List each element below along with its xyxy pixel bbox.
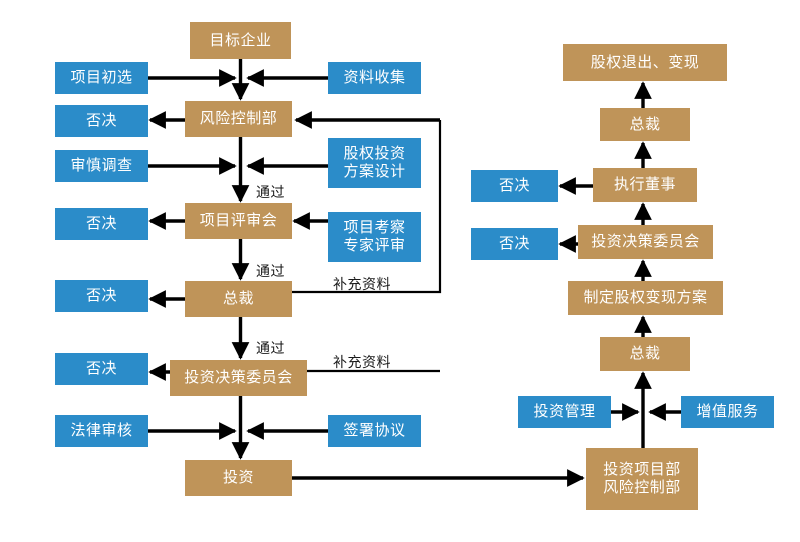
node-due_diligence[interactable]: 审慎调查 <box>55 150 148 182</box>
node-reject_4[interactable]: 否决 <box>55 353 148 385</box>
edge-president-supplement <box>292 120 442 294</box>
node-target_company[interactable]: 目标企业 <box>190 22 291 59</box>
node-reject_5[interactable]: 否决 <box>471 170 558 202</box>
edge-label-supplement_2: 补充资料 <box>333 354 391 370</box>
node-president_2[interactable]: 总裁 <box>600 108 690 141</box>
node-value_added_service[interactable]: 增值服务 <box>681 396 774 428</box>
node-invest_committee_1[interactable]: 投资决策委员会 <box>170 360 307 396</box>
node-reject_1[interactable]: 否决 <box>55 105 148 137</box>
node-president_1[interactable]: 总裁 <box>185 281 292 317</box>
edge-label-pass_2: 通过 <box>256 263 285 279</box>
node-president_3[interactable]: 总裁 <box>600 337 690 371</box>
node-invest_committee_2[interactable]: 投资决策委员会 <box>578 225 713 259</box>
node-reject_6[interactable]: 否决 <box>471 228 558 260</box>
node-expert_review[interactable]: 项目考察 专家评审 <box>328 212 421 262</box>
edge-label-pass_1: 通过 <box>256 184 285 200</box>
node-investment[interactable]: 投资 <box>185 460 292 496</box>
node-invest_project_risk[interactable]: 投资项目部 风险控制部 <box>586 448 698 510</box>
node-legal_review[interactable]: 法律审核 <box>55 415 148 447</box>
node-sign_agreement[interactable]: 签署协议 <box>328 415 421 447</box>
node-risk_control_dept[interactable]: 风险控制部 <box>185 101 292 137</box>
edge-label-supplement_1: 补充资料 <box>333 276 391 292</box>
node-project_review[interactable]: 项目评审会 <box>185 203 292 239</box>
node-reject_3[interactable]: 否决 <box>55 280 148 312</box>
node-equity_cash_plan[interactable]: 制定股权变现方案 <box>568 281 723 315</box>
edge-label-pass_3: 通过 <box>256 340 285 356</box>
node-invest_management[interactable]: 投资管理 <box>518 396 611 428</box>
node-equity_plan_design[interactable]: 股权投资 方案设计 <box>328 138 421 188</box>
node-executive_director[interactable]: 执行董事 <box>593 168 697 202</box>
node-data_collection[interactable]: 资料收集 <box>328 62 421 94</box>
node-project_preselect[interactable]: 项目初选 <box>55 62 148 94</box>
node-equity_exit[interactable]: 股权退出、变现 <box>563 44 727 81</box>
node-reject_2[interactable]: 否决 <box>55 208 148 240</box>
